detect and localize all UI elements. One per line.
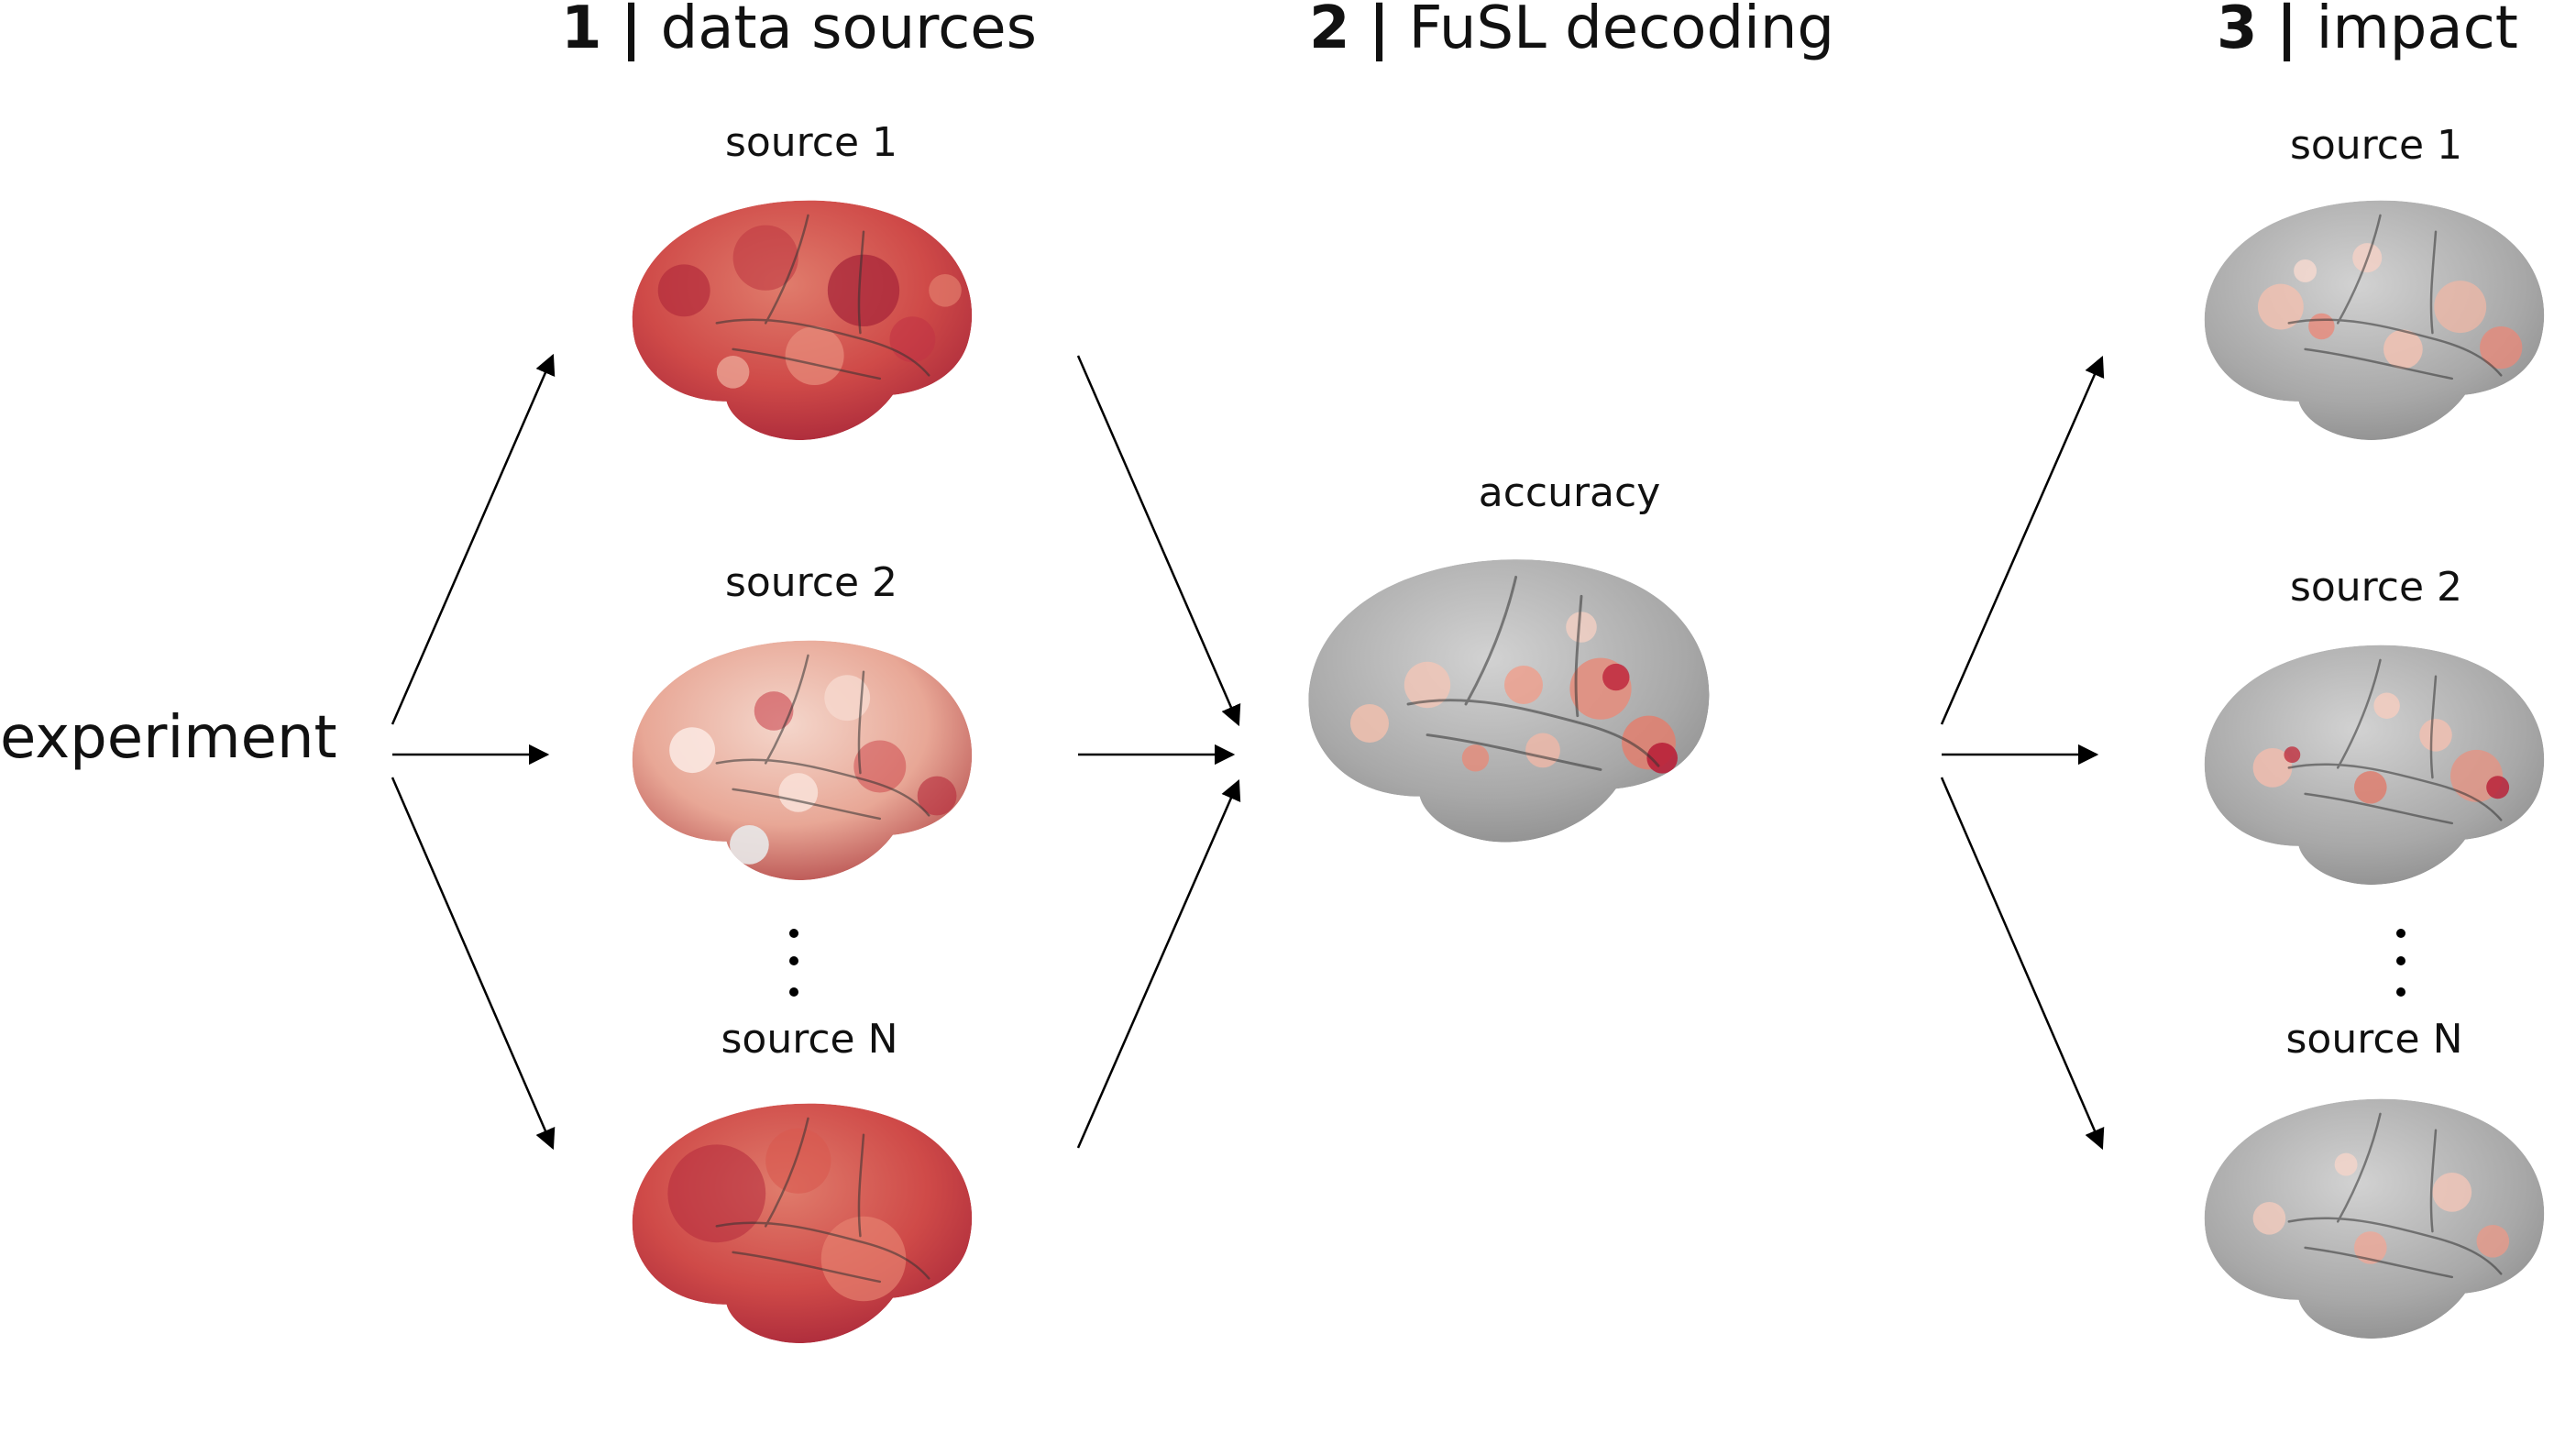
brain-data-source-2	[632, 640, 973, 881]
impact-source-label-1: source 1	[2289, 122, 2463, 169]
impact-source-label-n: source N	[2285, 1016, 2463, 1063]
header-separator: |	[620, 0, 643, 62]
data-source-label-1: source 1	[724, 119, 898, 166]
header-title: FuSL decoding	[1408, 0, 1835, 62]
accuracy-label: accuracy	[1478, 469, 1661, 516]
brain-impact-source-2	[2204, 645, 2545, 886]
brain-impact-source-1	[2204, 200, 2545, 441]
arrow-experiment-to-source-n	[391, 777, 556, 1151]
brain-data-source-1	[632, 200, 973, 441]
header-fusl-decoding: 2 | FuSL decoding	[1309, 0, 1834, 62]
arrow-experiment-to-source-1	[391, 353, 556, 725]
arrow-source-n-to-decoding	[1076, 778, 1241, 1149]
brain-accuracy	[1308, 559, 1710, 843]
header-title: impact	[2316, 0, 2518, 62]
header-separator: |	[2275, 0, 2298, 62]
header-number: 3	[2217, 0, 2258, 62]
header-title: data sources	[660, 0, 1037, 62]
data-source-label-2: source 2	[724, 559, 898, 606]
arrow-decoding-to-impact-1	[1940, 355, 2105, 725]
ellipsis-dots-data-sources	[789, 929, 798, 997]
header-number: 1	[561, 0, 602, 62]
header-number: 2	[1309, 0, 1350, 62]
arrow-source-1-to-decoding	[1076, 355, 1241, 727]
header-impact: 3 | impact	[2217, 0, 2518, 62]
data-source-label-n: source N	[721, 1016, 898, 1063]
arrow-decoding-to-impact-n	[1940, 777, 2105, 1151]
ellipsis-dots-impact	[2396, 929, 2405, 997]
header-separator: |	[1368, 0, 1391, 62]
impact-source-label-2: source 2	[2289, 564, 2463, 611]
brain-impact-source-n	[2204, 1098, 2545, 1339]
header-data-sources: 1 | data sources	[561, 0, 1037, 62]
experiment-label: experiment	[0, 704, 337, 772]
brain-data-source-n	[632, 1103, 973, 1344]
